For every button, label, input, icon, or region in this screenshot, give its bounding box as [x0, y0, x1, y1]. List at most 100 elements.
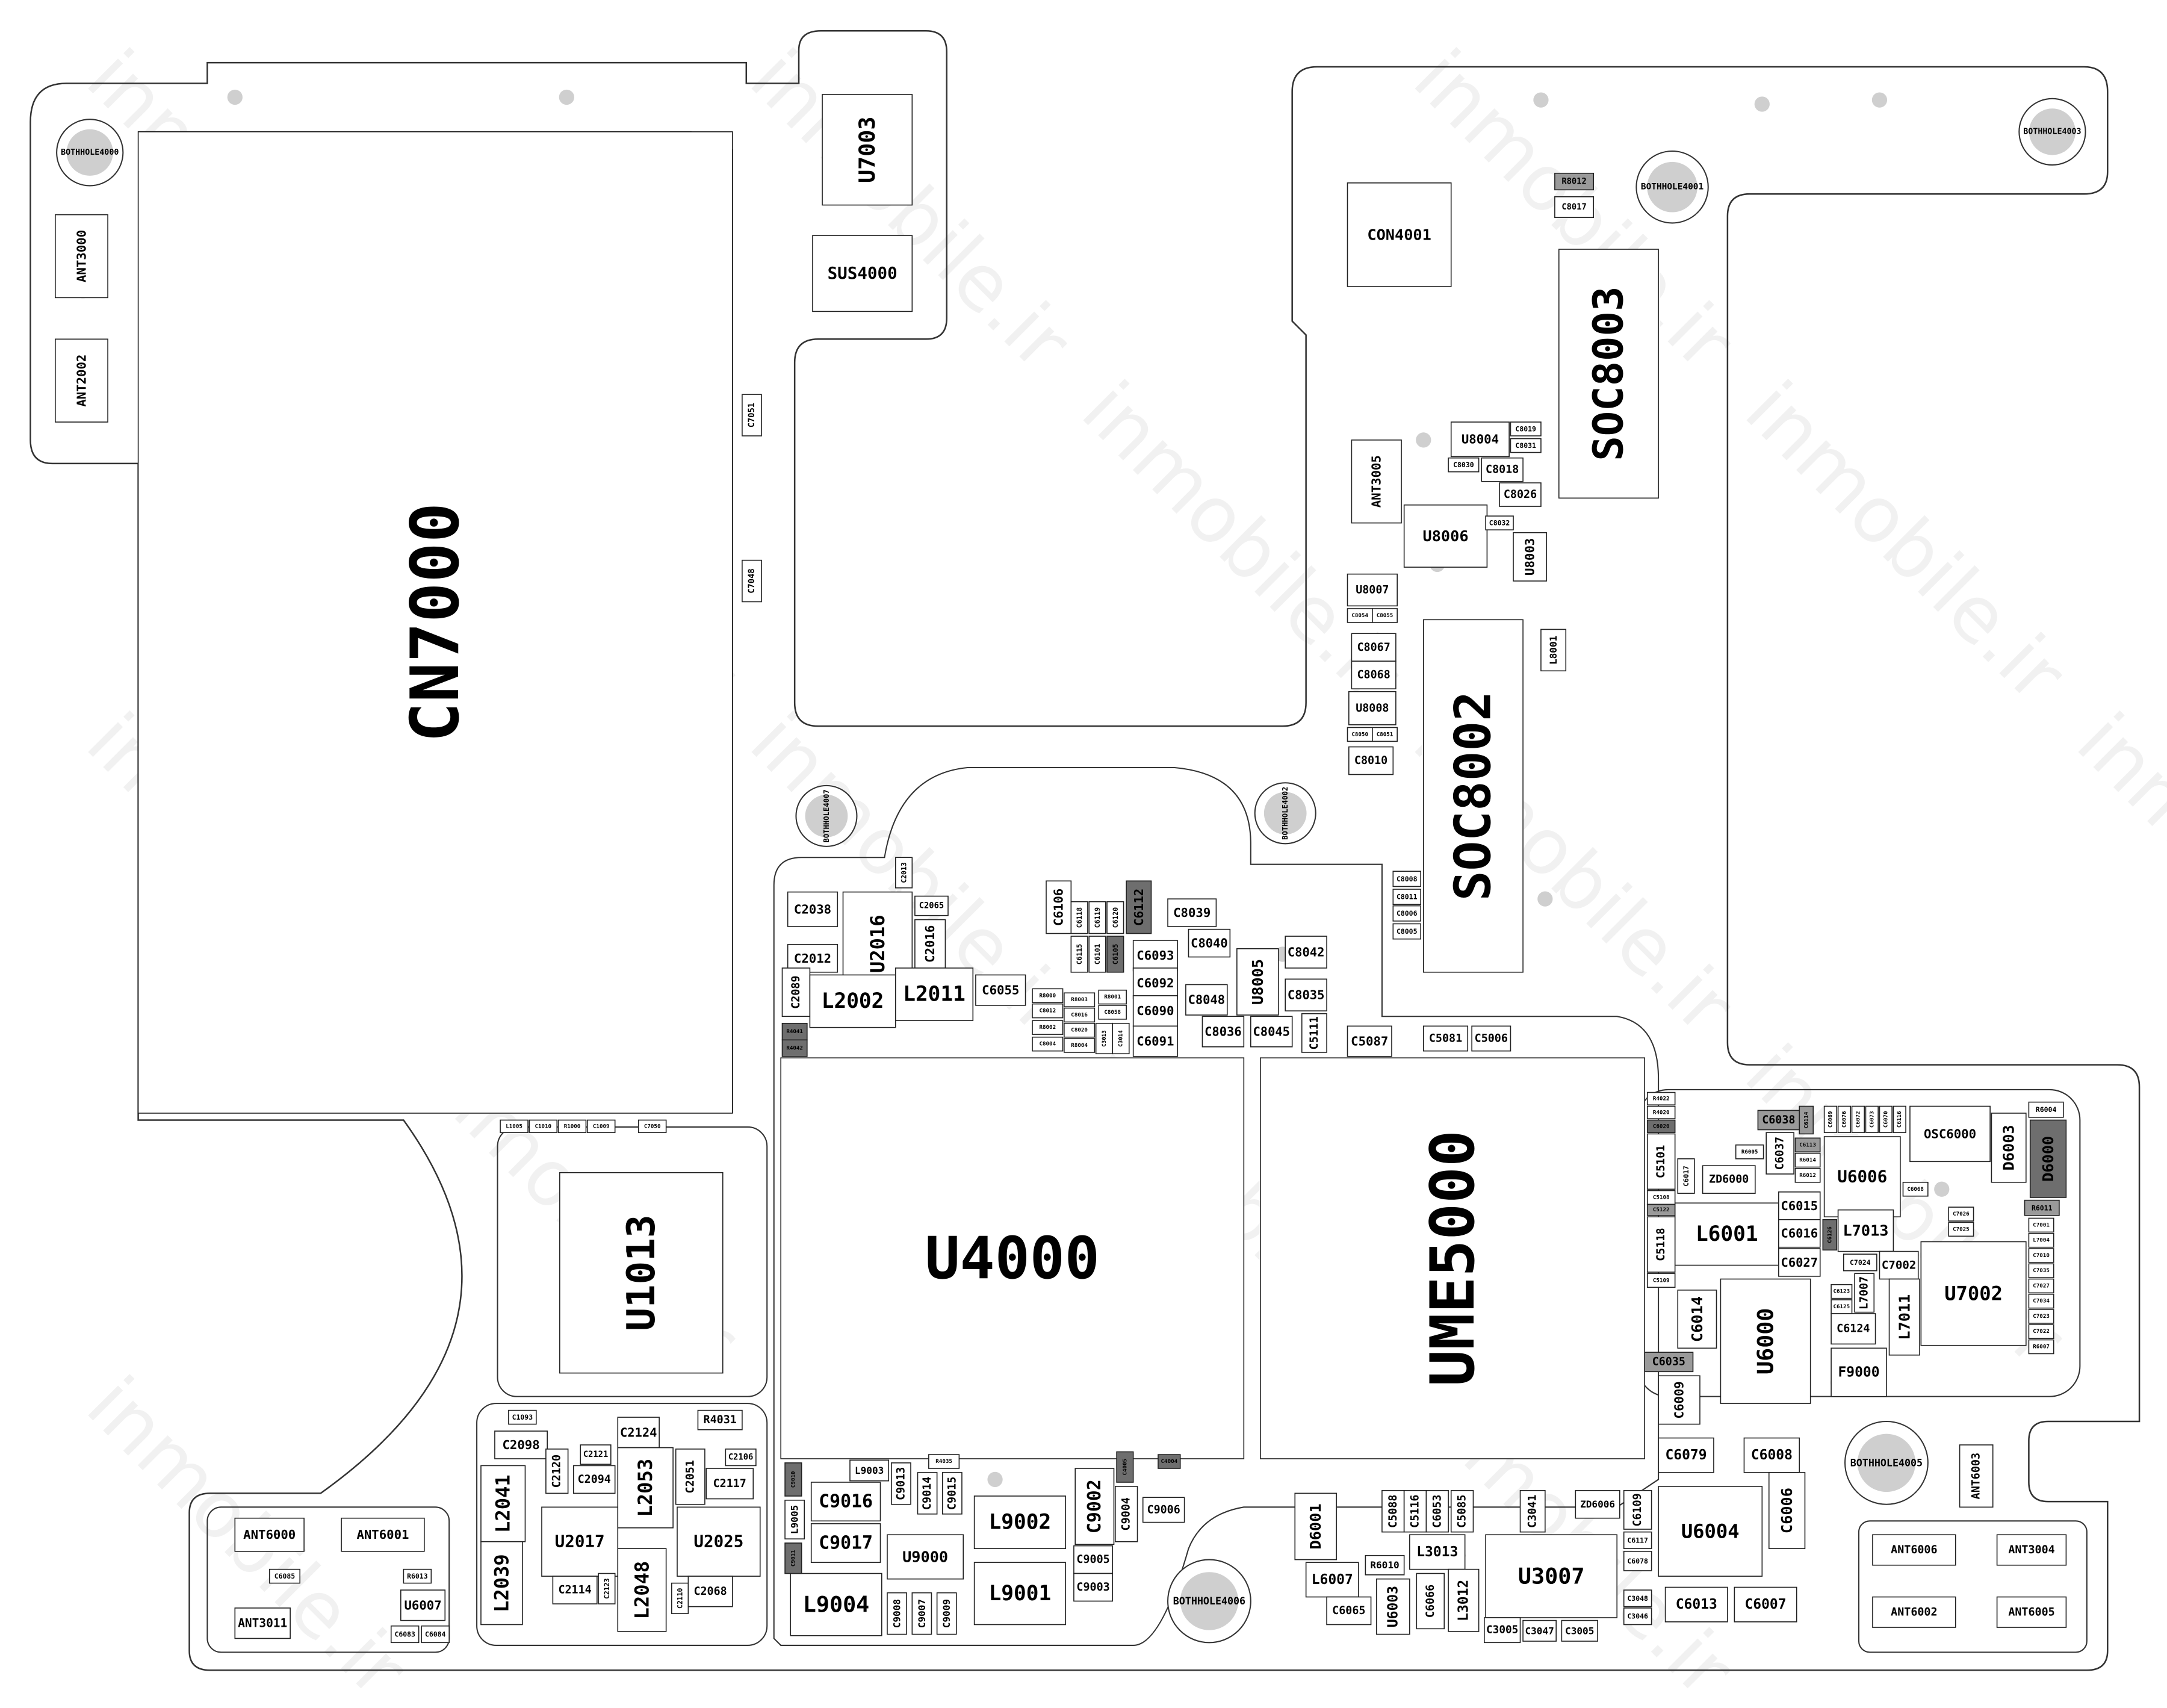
component-c2117[interactable]: C2117 — [705, 1468, 754, 1500]
component-c5118[interactable]: C5118 — [1646, 1216, 1676, 1273]
component-c9016[interactable]: C9016 — [810, 1482, 881, 1522]
component-u6004[interactable]: U6004 — [1658, 1486, 1763, 1577]
component-c8054[interactable]: C8054 — [1347, 608, 1373, 623]
component-c7023[interactable]: C7023 — [2028, 1309, 2054, 1324]
component-c9008[interactable]: C9008 — [887, 1592, 907, 1635]
component-c2114[interactable]: C2114 — [552, 1576, 598, 1604]
component-r6005[interactable]: R6005 — [1735, 1144, 1764, 1160]
component-c1093[interactable]: C1093 — [508, 1409, 537, 1425]
component-c8055[interactable]: C8055 — [1372, 608, 1398, 623]
component-ant3011[interactable]: ANT3011 — [234, 1607, 291, 1639]
component-r8012[interactable]: R8012 — [1554, 172, 1594, 191]
component-c8019[interactable]: C8019 — [1510, 421, 1542, 436]
component-ant6003[interactable]: ANT6003 — [1959, 1444, 1994, 1508]
component-c6117[interactable]: C6117 — [1623, 1531, 1652, 1550]
component-f9000[interactable]: F9000 — [1831, 1347, 1887, 1397]
component-r6012[interactable]: R6012 — [1794, 1168, 1821, 1183]
component-c2068[interactable]: C2068 — [687, 1576, 733, 1607]
component-c2098[interactable]: C2098 — [494, 1430, 548, 1459]
component-c6072[interactable]: C6072 — [1851, 1105, 1865, 1133]
component-c8006[interactable]: C8006 — [1392, 905, 1422, 922]
component-r4035[interactable]: R4035 — [928, 1454, 960, 1469]
component-c6083[interactable]: C6083 — [390, 1625, 420, 1644]
component-c6020[interactable]: C6020 — [1646, 1119, 1676, 1133]
component-c3005[interactable]: C3005 — [1561, 1619, 1598, 1642]
component-c6119[interactable]: C6119 — [1088, 901, 1106, 934]
component-c8017[interactable]: C8017 — [1554, 196, 1594, 219]
component-c5088[interactable]: C5088 — [1381, 1489, 1405, 1533]
component-c2051[interactable]: C2051 — [675, 1449, 705, 1505]
component-r4042[interactable]: R4042 — [781, 1039, 808, 1057]
component-c4005[interactable]: C4005 — [1116, 1451, 1134, 1483]
component-c6126[interactable]: C6126 — [1822, 1219, 1838, 1251]
component-c6093[interactable]: C6093 — [1132, 940, 1178, 972]
component-c6069[interactable]: C6069 — [1823, 1105, 1838, 1133]
component-c6013[interactable]: C6013 — [1664, 1586, 1728, 1623]
component-c5085[interactable]: C5085 — [1450, 1489, 1474, 1533]
component-c2013[interactable]: C2013 — [894, 857, 913, 889]
component-c5101[interactable]: C5101 — [1646, 1133, 1676, 1190]
component-c8048[interactable]: C8048 — [1185, 984, 1228, 1016]
component-c6105[interactable]: C6105 — [1106, 936, 1124, 973]
component-c6090[interactable]: C6090 — [1132, 995, 1178, 1027]
component-c9005[interactable]: C9005 — [1073, 1545, 1114, 1574]
component-c9017[interactable]: C9017 — [810, 1523, 881, 1563]
component-c3048[interactable]: C3048 — [1623, 1589, 1652, 1607]
component-zd6000[interactable]: ZD6000 — [1702, 1165, 1756, 1194]
component-ant6001[interactable]: ANT6001 — [341, 1517, 425, 1552]
component-r8002[interactable]: R8002 — [1032, 1020, 1064, 1035]
component-c2123[interactable]: C2123 — [598, 1573, 616, 1604]
component-l2002[interactable]: L2002 — [809, 974, 896, 1028]
component-c8030[interactable]: C8030 — [1448, 457, 1480, 473]
component-r6014[interactable]: R6014 — [1794, 1152, 1821, 1168]
component-c8020[interactable]: C8020 — [1064, 1022, 1096, 1038]
component-ant2002[interactable]: ANT2002 — [55, 338, 108, 423]
component-c6124[interactable]: C6124 — [1831, 1313, 1876, 1345]
component-c7051[interactable]: C7051 — [742, 394, 762, 436]
component-c6006[interactable]: C6006 — [1768, 1472, 1806, 1550]
component-soc8002[interactable]: SOC8002 — [1422, 619, 1524, 973]
component-ant6005[interactable]: ANT6005 — [1996, 1596, 2067, 1628]
component-u8003[interactable]: U8003 — [1513, 532, 1547, 582]
component-c8010[interactable]: C8010 — [1348, 746, 1394, 775]
component-u2025[interactable]: U2025 — [677, 1506, 761, 1577]
component-r6013[interactable]: R6013 — [403, 1568, 432, 1584]
component-c6125[interactable]: C6125 — [1831, 1299, 1853, 1314]
component-c6118[interactable]: C6118 — [1070, 901, 1088, 934]
component-c7025[interactable]: C7025 — [1948, 1222, 1974, 1237]
component-c6116[interactable]: C6116 — [1893, 1105, 1906, 1133]
component-l3012[interactable]: L3012 — [1448, 1568, 1480, 1632]
component-c6073[interactable]: C6073 — [1865, 1105, 1879, 1133]
component-c2110[interactable]: C2110 — [671, 1582, 689, 1614]
component-sus4000[interactable]: SUS4000 — [812, 235, 913, 312]
component-c8039[interactable]: C8039 — [1167, 898, 1217, 927]
component-r8003[interactable]: R8003 — [1064, 992, 1096, 1008]
component-c9010[interactable]: C9010 — [784, 1462, 802, 1497]
component-l7011[interactable]: L7011 — [1888, 1278, 1920, 1356]
component-u7003[interactable]: U7003 — [822, 94, 913, 206]
component-c2038[interactable]: C2038 — [787, 891, 839, 927]
component-c8051[interactable]: C8051 — [1372, 727, 1398, 742]
component-d6001[interactable]: D6001 — [1294, 1492, 1337, 1560]
component-c6009[interactable]: C6009 — [1658, 1375, 1700, 1425]
component-l2041[interactable]: L2041 — [480, 1465, 526, 1542]
component-osc6000[interactable]: OSC6000 — [1909, 1105, 1991, 1163]
component-ant3004[interactable]: ANT3004 — [1996, 1534, 2067, 1566]
component-u7002[interactable]: U7002 — [1920, 1241, 2027, 1346]
component-c6113[interactable]: C6113 — [1794, 1137, 1821, 1153]
component-c6065[interactable]: C6065 — [1326, 1596, 1372, 1626]
component-c6091[interactable]: C6091 — [1132, 1025, 1178, 1057]
component-c9003[interactable]: C9003 — [1073, 1573, 1114, 1602]
component-c7022[interactable]: C7022 — [2028, 1324, 2054, 1340]
component-c8018[interactable]: C8018 — [1481, 457, 1524, 482]
component-c7027[interactable]: C7027 — [2028, 1278, 2054, 1294]
component-c6101[interactable]: C6101 — [1088, 936, 1106, 973]
component-c4004[interactable]: C4004 — [1158, 1454, 1181, 1469]
component-c5087[interactable]: C5087 — [1347, 1025, 1392, 1057]
component-l7004[interactable]: L7004 — [2028, 1232, 2054, 1248]
component-c8036[interactable]: C8036 — [1201, 1016, 1245, 1048]
component-c6120[interactable]: C6120 — [1106, 901, 1124, 934]
component-c9004[interactable]: C9004 — [1115, 1486, 1138, 1542]
component-c7026[interactable]: C7026 — [1948, 1206, 1974, 1222]
component-c2065[interactable]: C2065 — [914, 895, 949, 916]
